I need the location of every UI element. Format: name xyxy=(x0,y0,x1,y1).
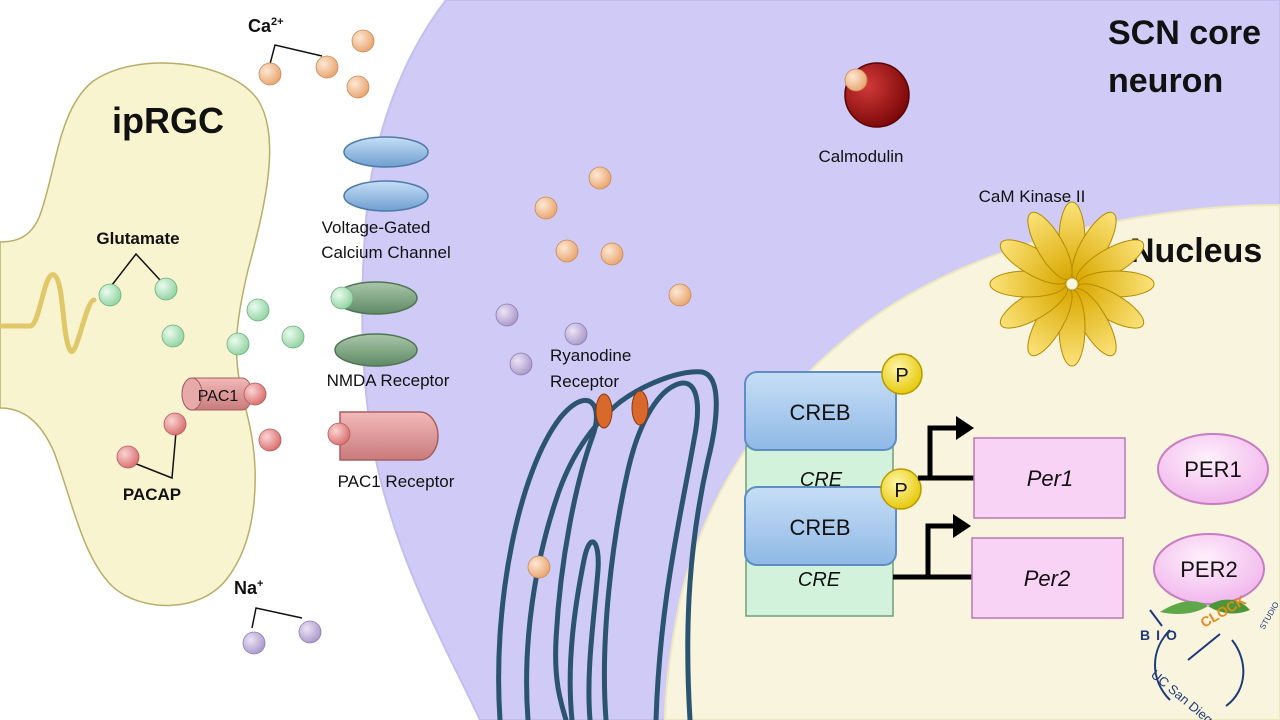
sodium-ion xyxy=(495,303,519,327)
sodium-ion xyxy=(298,620,322,644)
per2-protein xyxy=(1153,533,1265,605)
pac1-small-label: PAC1 xyxy=(198,388,239,405)
scn-title-line2: neuron xyxy=(1108,62,1223,100)
nucleus-title: Nucleus xyxy=(1130,232,1262,270)
calcium-pointer xyxy=(269,44,323,65)
pac1-receptor-label: PAC1 Receptor xyxy=(338,472,455,491)
camk-label: CaM Kinase II xyxy=(979,187,1086,206)
pacap-molecule xyxy=(116,445,140,469)
cre-label-1: CRE xyxy=(800,469,843,491)
sodium-ion xyxy=(509,352,533,376)
iprgc-terminal xyxy=(0,62,271,607)
calcium-ion xyxy=(346,75,370,99)
calcium-ion xyxy=(315,55,339,79)
phospho-2 xyxy=(880,468,922,510)
sodium-ion xyxy=(242,631,266,655)
endoplasmic-reticulum xyxy=(496,369,719,720)
calcium-ion xyxy=(534,196,558,220)
glutamate-molecule xyxy=(161,324,185,348)
ryanodine-receptor-1 xyxy=(595,393,613,429)
sodium-pointer xyxy=(251,607,303,629)
pac1-receptor xyxy=(339,411,439,461)
glutamate-pointer xyxy=(111,252,161,286)
per2-gene-label: Per2 xyxy=(1024,566,1070,591)
glutamate-label: Glutamate xyxy=(96,229,179,248)
glutamate-molecule xyxy=(98,283,122,307)
sodium-ion xyxy=(564,322,588,346)
vgcc-label-line2: Calcium Channel xyxy=(321,243,450,262)
logo-bio: BIO xyxy=(1140,627,1183,643)
calcium-ion xyxy=(668,283,692,307)
glutamate-molecule xyxy=(246,298,270,322)
phospho-label-2: P xyxy=(894,480,907,502)
pacap-molecule-bound xyxy=(327,422,351,446)
sodium-ions xyxy=(242,303,588,655)
pacap-pointer xyxy=(133,431,177,480)
phospho-label-1: P xyxy=(895,365,908,387)
creb-label-2: CREB xyxy=(789,515,850,540)
pac1-autoreceptor: PAC1 xyxy=(181,377,253,411)
calcium-label: Ca2+ xyxy=(248,16,284,36)
pacap-molecules xyxy=(116,382,351,469)
waveform-squiggle xyxy=(0,272,97,355)
glutamate-molecule-bound xyxy=(330,286,354,310)
glutamate-molecules xyxy=(98,277,354,356)
transcription-arrow-per2 xyxy=(893,514,972,580)
vgcc-label-line1: Voltage-Gated xyxy=(322,218,431,237)
calcium-ions xyxy=(258,29,868,579)
creb-box-1 xyxy=(744,371,897,451)
calcium-ion xyxy=(555,239,579,263)
calcium-ion xyxy=(258,62,282,86)
cre-box-2 xyxy=(745,559,894,617)
glutamate-molecule xyxy=(154,277,178,301)
scn-title-line1: SCN core xyxy=(1108,14,1261,52)
per1-protein xyxy=(1157,433,1269,505)
cre-label-2: CRE xyxy=(798,569,841,591)
sodium-label: Na+ xyxy=(234,578,263,598)
creb-label-1: CREB xyxy=(789,400,850,425)
calcium-ion xyxy=(527,555,551,579)
iprgc-title: ipRGC xyxy=(112,100,224,141)
per2-protein-label: PER2 xyxy=(1180,557,1237,582)
pacap-molecule xyxy=(163,412,187,436)
glutamate-molecule xyxy=(226,332,250,356)
glutamate-molecule xyxy=(281,325,305,349)
pacap-molecule xyxy=(258,428,282,452)
ryr-label-line1: Ryanodine xyxy=(550,346,631,365)
per2-gene-box xyxy=(971,537,1124,619)
transcription-arrow-per1 xyxy=(918,416,974,481)
pacap-molecule xyxy=(243,382,267,406)
calmodulin-label: Calmodulin xyxy=(818,147,903,166)
nmda-receptor xyxy=(334,281,418,367)
voltage-gated-calcium-channel xyxy=(343,136,429,212)
calcium-ion-bound xyxy=(844,68,868,92)
per1-gene-label: Per1 xyxy=(1027,466,1073,491)
camk-ii xyxy=(989,201,1155,367)
calcium-ion xyxy=(351,29,375,53)
calcium-ion xyxy=(588,166,612,190)
nmda-label: NMDA Receptor xyxy=(327,371,450,390)
creb-box-2 xyxy=(744,486,897,566)
calcium-ion xyxy=(600,242,624,266)
pacap-label: PACAP xyxy=(123,485,181,504)
ryanodine-receptor-2 xyxy=(631,390,649,426)
ryr-label-line2: Receptor xyxy=(550,372,619,391)
per1-gene-box xyxy=(973,437,1126,519)
per1-protein-label: PER1 xyxy=(1184,457,1241,482)
phospho-1 xyxy=(881,353,923,395)
